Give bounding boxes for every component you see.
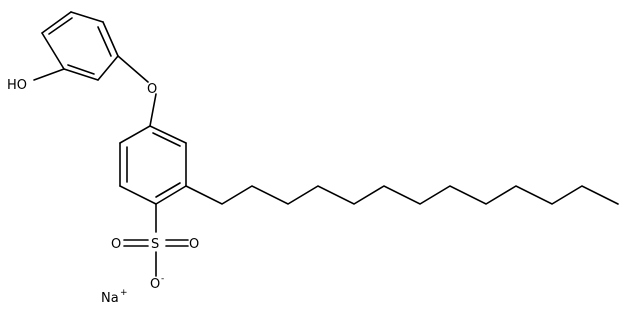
double-bond-inner — [48, 17, 73, 35]
bond — [119, 185, 157, 205]
bond — [63, 68, 99, 81]
sulfonyl-oxygen-left-label: O — [111, 237, 121, 252]
counterion-label: Na — [101, 291, 119, 306]
hydroxyphenyl-ring — [41, 11, 119, 81]
bond — [117, 55, 149, 83]
ether-oxygen-label: O — [147, 82, 157, 97]
bond — [33, 68, 65, 81]
bond — [97, 55, 119, 81]
sulfonate-charge: - — [161, 274, 164, 284]
sulfonyl-oxygen-right-label: O — [189, 237, 199, 252]
double-bond-inner — [155, 182, 181, 198]
counterion-charge: + — [120, 288, 128, 298]
benzenesulfonate-ring — [119, 125, 187, 205]
bond — [149, 93, 157, 127]
bond — [102, 21, 119, 57]
bond — [149, 125, 187, 144]
bond — [155, 185, 187, 205]
double-bond-inner — [97, 26, 112, 57]
sulfonate-oxygen-label: O — [150, 277, 160, 292]
double-bond-inner — [67, 64, 95, 75]
hydroxyl-label: HO — [7, 78, 27, 93]
bond — [70, 11, 104, 23]
sulfur-label: S — [151, 237, 159, 252]
bond — [119, 125, 151, 144]
double-bond-inner — [152, 132, 181, 147]
bond — [41, 11, 72, 34]
tridecyl-chain — [185, 185, 619, 205]
bond — [41, 32, 65, 70]
